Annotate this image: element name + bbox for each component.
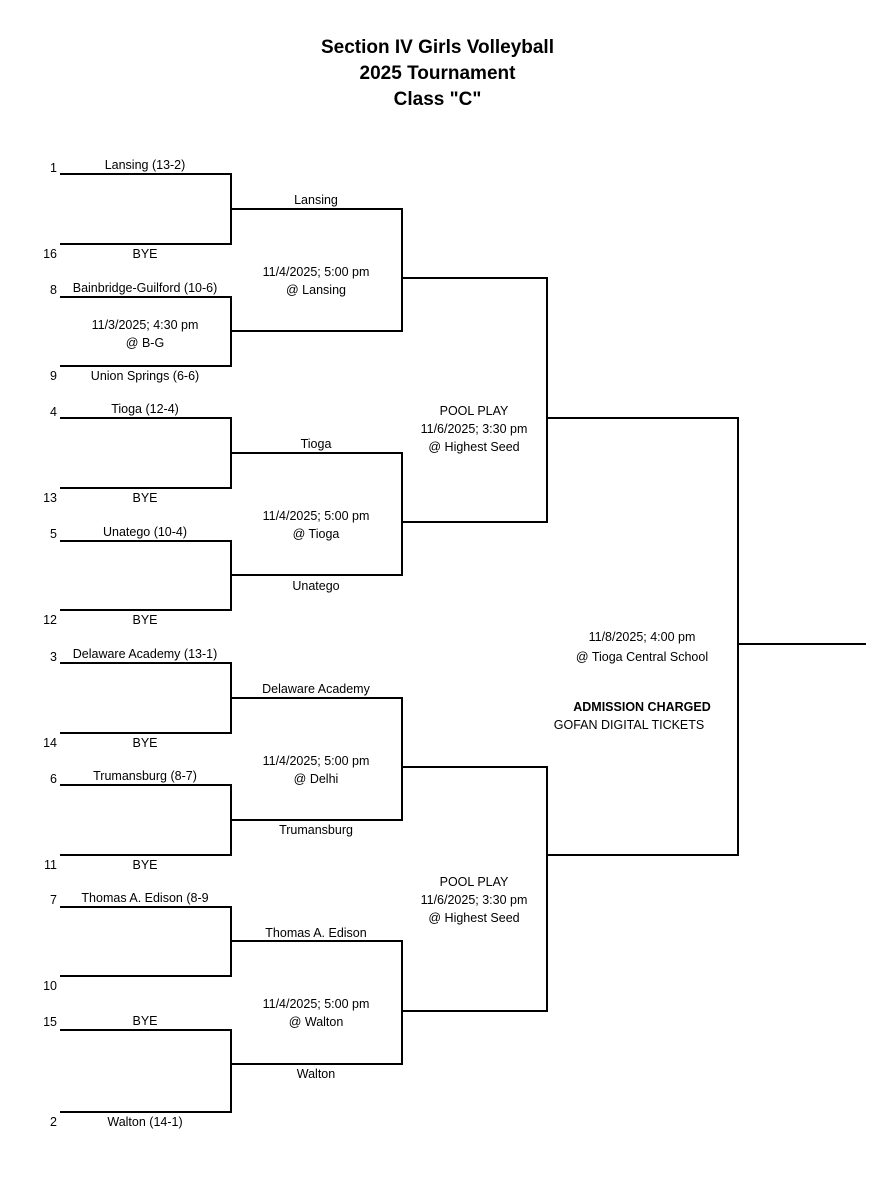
seed-number: 5: [50, 527, 57, 541]
game-location: @ Walton: [288, 1015, 344, 1029]
game-location: @ Delhi: [293, 772, 339, 786]
seed-number: 13: [43, 491, 57, 505]
seed-number: 14: [43, 736, 57, 750]
team-slot: Thomas A. Edison (8-9: [81, 891, 209, 905]
team-slot: Delaware Academy: [262, 682, 370, 696]
r1-match-1: [60, 173, 232, 245]
game-time: 11/6/2025; 3:30 pm: [420, 422, 528, 436]
team-slot: Walton (14-1): [107, 1115, 183, 1129]
game-time: 11/4/2025; 5:00 pm: [262, 509, 370, 523]
team-slot: Tioga (12-4): [111, 402, 179, 416]
team-slot: BYE: [132, 491, 158, 505]
team-slot: Lansing: [294, 193, 338, 207]
r1-match-7: [60, 906, 232, 977]
r2-game-info: 11/4/2025; 5:00 pm @ Delhi: [263, 752, 370, 788]
game-time: 11/4/2025; 5:00 pm: [262, 997, 370, 1011]
game-time: 11/4/2025; 5:00 pm: [262, 265, 370, 279]
team-slot: Trumansburg: [279, 823, 353, 837]
game-time: 11/4/2025; 5:00 pm: [262, 754, 370, 768]
r1-match-8: [60, 1029, 232, 1113]
seed-number: 4: [50, 405, 57, 419]
team-slot: Tioga: [300, 437, 332, 451]
game-time: 11/3/2025; 4:30 pm: [91, 318, 199, 332]
team-slot: Unatego: [292, 579, 340, 593]
team-slot: BYE: [132, 1014, 158, 1028]
r2-match-1: [231, 208, 403, 332]
ticket-notice: GOFAN DIGITAL TICKETS: [553, 718, 705, 732]
team-slot: BYE: [132, 613, 158, 627]
seed-number: 1: [50, 161, 57, 175]
game-location: @ Tioga Central School: [575, 650, 709, 664]
team-slot: Walton: [296, 1067, 336, 1081]
bracket-title: Section IV Girls Volleyball: [320, 37, 554, 58]
semi-match-2: [402, 766, 548, 1012]
team-slot: BYE: [132, 858, 158, 872]
pool-play-label: POOL PLAY: [439, 875, 509, 889]
r2-match-2: [231, 452, 403, 576]
seed-number: 12: [43, 613, 57, 627]
r2-game-info: 11/4/2025; 5:00 pm @ Tioga: [263, 507, 370, 543]
pool-play-info: POOL PLAY 11/6/2025; 3:30 pm @ Highest S…: [421, 873, 528, 927]
r2-match-3: [231, 697, 403, 821]
admission-notice: ADMISSION CHARGED: [573, 700, 711, 714]
final-match: [547, 417, 739, 856]
team-slot: BYE: [132, 736, 158, 750]
r1-game-info: 11/3/2025; 4:30 pm @ B-G: [92, 316, 199, 352]
game-location: @ Highest Seed: [428, 911, 520, 925]
final-game-info: 11/8/2025; 4:00 pm @ Tioga Central Schoo…: [576, 628, 708, 666]
team-slot: Thomas A. Edison: [265, 926, 367, 940]
r1-match-6: [60, 784, 232, 856]
game-location: @ Highest Seed: [428, 440, 520, 454]
seed-number: 9: [50, 369, 57, 383]
r1-match-5: [60, 662, 232, 734]
team-slot: Unatego (10-4): [102, 525, 188, 539]
game-time: 11/8/2025; 4:00 pm: [588, 630, 696, 644]
seed-number: 2: [50, 1115, 57, 1129]
game-time: 11/6/2025; 3:30 pm: [420, 893, 528, 907]
team-slot: Trumansburg (8-7): [93, 769, 197, 783]
seed-number: 8: [50, 283, 57, 297]
r1-match-4: [60, 540, 232, 611]
seed-number: 11: [44, 858, 57, 872]
seed-number: 16: [43, 247, 57, 261]
team-slot: BYE: [132, 247, 158, 261]
r2-game-info: 11/4/2025; 5:00 pm @ Lansing: [263, 263, 370, 299]
seed-number: 10: [43, 979, 57, 993]
game-location: @ Lansing: [286, 283, 346, 297]
team-slot: Lansing (13-2): [104, 158, 186, 172]
seed-number: 3: [50, 650, 57, 664]
team-slot: Bainbridge-Guilford (10-6): [72, 281, 218, 295]
r2-game-info: 11/4/2025; 5:00 pm @ Walton: [263, 995, 370, 1031]
team-slot: Delaware Academy (13-1): [72, 647, 218, 661]
seed-number: 6: [50, 772, 57, 786]
seed-number: 15: [43, 1015, 57, 1029]
game-location: @ B-G: [125, 336, 165, 350]
team-slot: Union Springs (6-6): [90, 369, 200, 383]
r1-match-3: [60, 417, 232, 489]
pool-play-info: POOL PLAY 11/6/2025; 3:30 pm @ Highest S…: [421, 402, 528, 456]
bracket-class: Class "C": [393, 89, 482, 110]
bracket-subtitle: 2025 Tournament: [359, 63, 516, 84]
seed-number: 7: [50, 893, 57, 907]
r2-match-4: [231, 940, 403, 1065]
game-location: @ Tioga: [292, 527, 340, 541]
semi-match-1: [402, 277, 548, 523]
pool-play-label: POOL PLAY: [439, 404, 509, 418]
